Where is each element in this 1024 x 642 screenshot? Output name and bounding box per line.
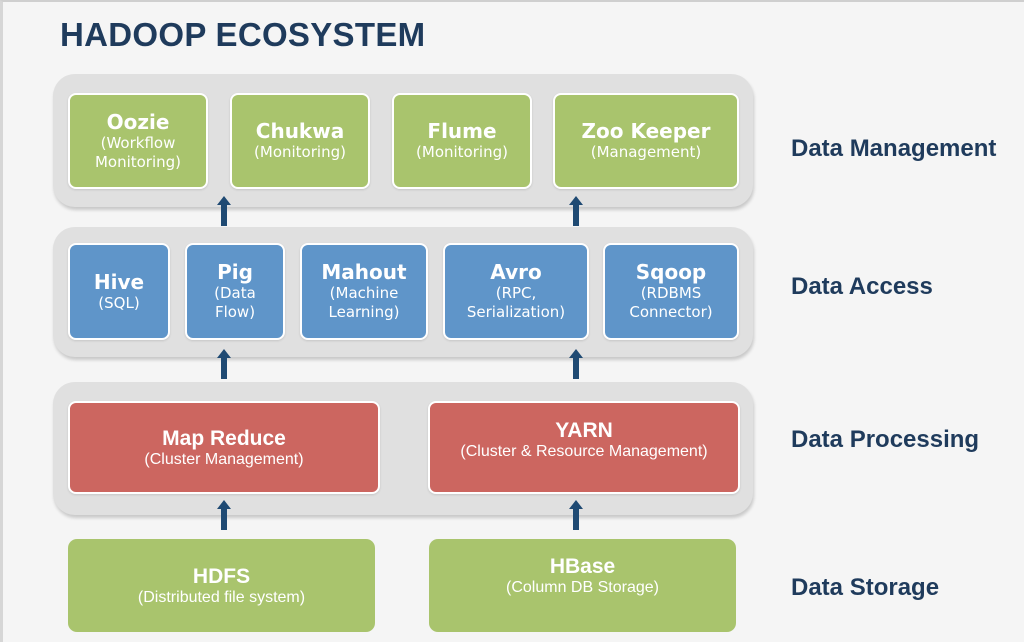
component-zookeeper: Zoo Keeper (Management) [553,93,739,189]
component-desc: (Management) [590,143,702,161]
component-name: Oozie [106,109,170,134]
layer-label-management: Data Management [791,135,997,162]
component-name: Flume [427,119,497,143]
component-desc: Serialization) [466,303,566,321]
component-oozie: Oozie (Workflow Monitoring) [68,93,208,189]
component-name: YARN [555,419,613,442]
arrow-up-icon [217,500,231,530]
component-name: Zoo Keeper [581,119,711,143]
component-avro: Avro (RPC, Serialization) [443,243,589,340]
layer-label-access: Data Access [791,273,933,300]
component-desc: (Monitoring) [416,143,508,161]
arrow-up-icon [217,196,231,226]
component-flume: Flume (Monitoring) [392,93,532,189]
component-name: Map Reduce [162,426,286,450]
component-desc: (Data [214,284,256,302]
component-hive: Hive (SQL) [68,243,170,340]
layer-label-processing: Data Processing [791,426,980,453]
component-desc: Flow) [214,303,256,321]
component-name: HDFS [192,564,251,588]
component-name: Pig [217,260,253,284]
component-desc: (Cluster Management) [144,450,304,468]
diagram-title: HADOOP ECOSYSTEM [60,16,426,53]
component-desc: (Machine [329,284,399,302]
component-desc: (SQL) [98,293,140,312]
component-name: Avro [490,260,542,284]
component-mapreduce: Map Reduce (Cluster Management) [68,401,380,494]
component-name: Mahout [321,260,407,284]
component-hdfs: HDFS (Distributed file system) [68,539,375,632]
component-desc: (RPC, [495,284,537,302]
arrow-up-icon [569,500,583,530]
component-name: Hive [93,269,145,294]
component-name: Sqoop [635,260,707,284]
component-desc: (RDBMS [640,284,702,302]
component-desc: Connector) [629,303,713,321]
layer-label-storage: Data Storage [791,574,940,601]
arrow-up-icon [569,196,583,226]
component-yarn: YARN (Cluster & Resource Management) [428,401,740,494]
arrow-up-icon [217,349,231,379]
component-name: HBase [549,555,616,578]
component-desc: (Distributed file system) [137,588,306,606]
component-mahout: Mahout (Machine Learning) [300,243,428,340]
component-chukwa: Chukwa (Monitoring) [230,93,370,189]
component-desc: Monitoring) [94,152,182,171]
component-desc: (Workflow [100,133,176,152]
component-name: Chukwa [255,119,345,143]
component-desc: Learning) [328,303,400,321]
component-desc: (Cluster & Resource Management) [460,443,708,460]
arrow-up-icon [569,349,583,379]
component-desc: (Column DB Storage) [506,579,659,596]
component-desc: (Monitoring) [254,143,346,161]
component-sqoop: Sqoop (RDBMS Connector) [603,243,739,340]
component-hbase: HBase (Column DB Storage) [429,539,736,632]
component-pig: Pig (Data Flow) [185,243,285,340]
